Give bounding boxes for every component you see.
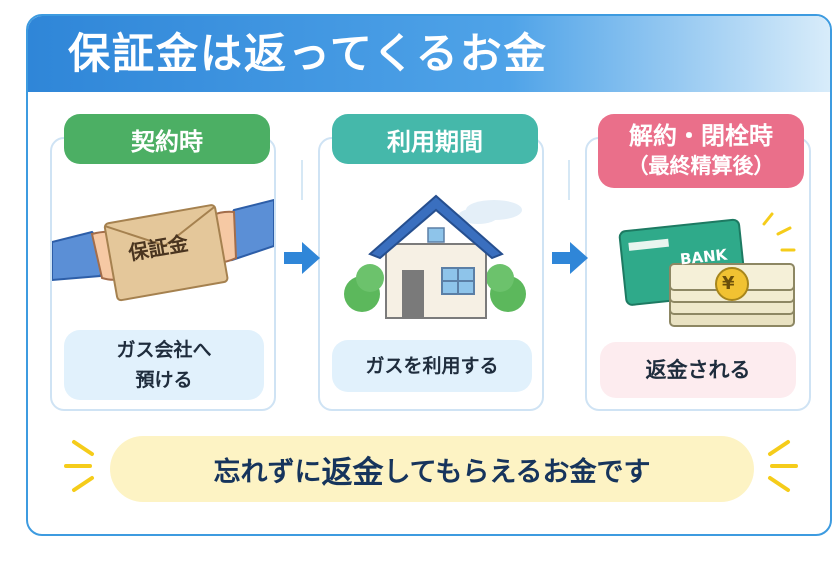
step-caption-contract: ガス会社へ 預ける <box>64 330 264 400</box>
summary-emphasis: 返金 <box>321 454 384 491</box>
caption-line: ガス会社へ <box>116 339 212 361</box>
step-label-text: 解約・閉栓時 <box>629 122 773 150</box>
handover-envelope-icon <box>52 198 274 302</box>
house-icon <box>344 194 526 319</box>
caption-line: 返金される <box>645 358 751 382</box>
divider-line <box>568 160 570 200</box>
arrow-right-icon <box>284 242 320 274</box>
page-title: 保証金は返ってくるお金 <box>68 29 548 78</box>
caption-line: ガスを利用する <box>365 355 499 377</box>
summary-text: してもらえるお金です <box>383 456 651 488</box>
summary-message: 忘れずに 返金 してもらえるお金です <box>110 436 754 502</box>
step-label-refund: 解約・閉栓時 （最終精算後） <box>598 114 804 188</box>
divider-line <box>301 160 303 200</box>
step-label-usage: 利用期間 <box>332 114 538 164</box>
summary-text: 忘れずに <box>213 456 322 488</box>
yen-coin-icon: ¥ <box>722 273 735 294</box>
sparkle-icon <box>768 440 798 492</box>
caption-line: 預ける <box>135 369 193 391</box>
cash-stack <box>669 263 795 327</box>
bankbook-cash-icon <box>618 212 796 327</box>
title-banner: 保証金は返ってくるお金 <box>28 16 830 92</box>
sparkle-icon <box>64 440 94 492</box>
step-sublabel-text: （最終精算後） <box>627 154 775 178</box>
step-label-contract: 契約時 <box>64 114 270 164</box>
arrow-right-icon <box>552 242 588 274</box>
step-label-text: 利用期間 <box>387 127 483 156</box>
step-caption-refund: 返金される <box>600 342 796 398</box>
step-label-text: 契約時 <box>131 127 203 156</box>
step-caption-usage: ガスを利用する <box>332 340 532 392</box>
